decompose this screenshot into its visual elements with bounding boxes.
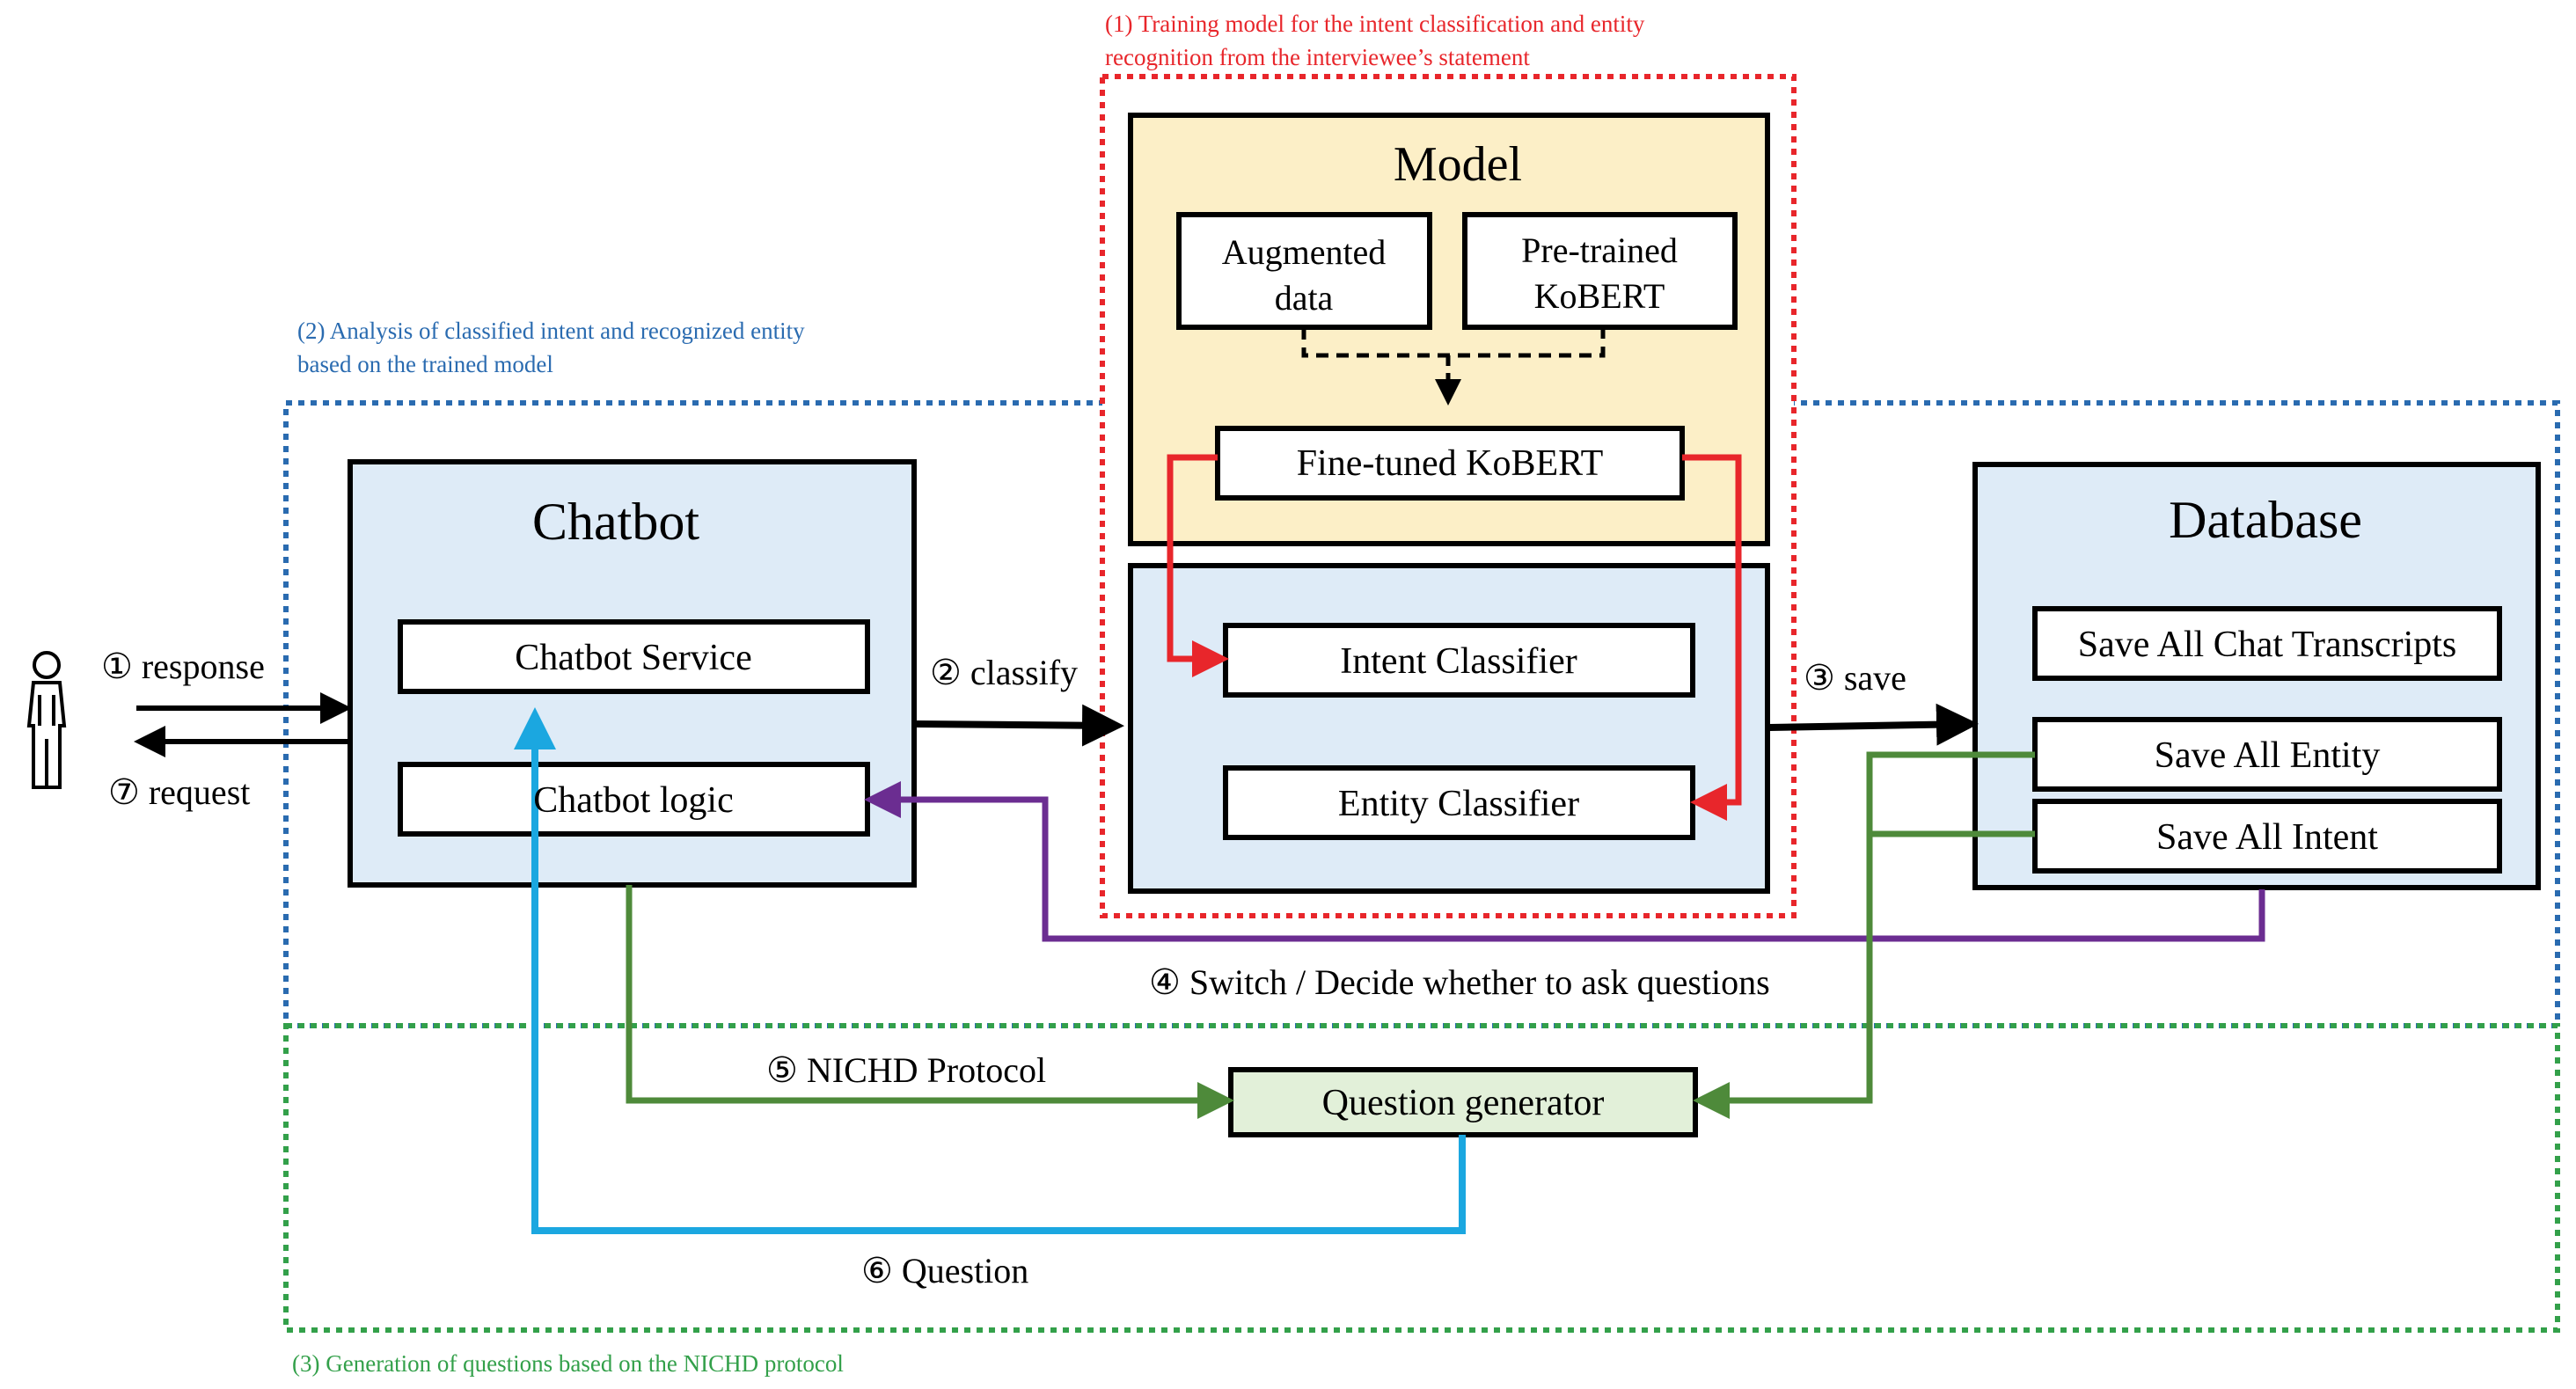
training-region-caption-line2: recognition from the interviewee’s state… [1105,44,1530,70]
step-save-label: ③ save [1804,658,1906,698]
training-region-border [1100,74,1797,918]
intent-save-box [2032,799,2502,874]
pretrained-kobert-label-line2: KoBERT [1534,276,1665,316]
finetuned-kobert-label: Fine-tuned KoBERT [1297,443,1604,484]
chatbot-logic-box [398,762,870,837]
generation-region-caption: (3) Generation of questions based on the… [292,1350,844,1377]
step-request-label: ⑦ request [108,772,250,812]
intent-save-label: Save All Intent [2156,817,2378,858]
entity-classifier-label: Entity Classifier [1338,784,1579,824]
chatbot-title: Chatbot [532,493,699,551]
training-region-caption-line1: (1) Training model for the intent classi… [1105,11,1645,37]
step-classify-label: ② classify [930,653,1078,692]
entity-save-label: Save All Entity [2155,735,2381,776]
augmented-data-label-line1: Augmented [1222,232,1387,272]
person-icon [26,651,67,789]
transcripts-box [2032,606,2502,681]
question-arrow [514,707,1466,1234]
question-generator-label: Question generator [1322,1083,1605,1123]
augmented-data-label-line2: data [1275,278,1334,318]
step-nichd-label: ⑤ NICHD Protocol [766,1050,1046,1090]
model-title: Model [1394,137,1522,192]
switch-decide-arrow [864,781,2265,942]
chatbot-logic-label: Chatbot logic [533,780,733,821]
classify-arrow [915,704,1124,747]
chatbot-service-label: Chatbot Service [515,638,751,678]
classifier-box [1128,563,1770,894]
analysis-region-caption-line2: based on the trained model [297,351,553,377]
transcripts-label: Save All Chat Transcripts [2078,625,2457,665]
generation-region-border [283,1023,2560,1333]
finetuned-to-intent-arrow [1167,454,1229,677]
step-switch-label: ④ Switch / Decide whether to ask questio… [1149,962,1770,1002]
entity-intent-to-generator-arrow [1693,751,2035,1119]
pretrained-kobert-box [1462,212,1738,330]
save-arrow [1768,703,1979,746]
chatbot-service-box [398,619,870,694]
finetuned-to-entity-arrow [1682,454,1742,821]
finetuned-kobert-box [1215,426,1685,501]
intent-classifier-label: Intent Classifier [1340,641,1577,682]
step-response-label: ① response [101,647,265,686]
database-title: Database [2169,491,2362,549]
nichd-protocol-arrow [626,885,1234,1119]
pretrained-kobert-label-line1: Pre-trained [1521,230,1678,270]
step-question-label: ⑥ Question [861,1251,1028,1290]
analysis-region-caption-line1: (2) Analysis of classified intent and re… [297,318,805,344]
